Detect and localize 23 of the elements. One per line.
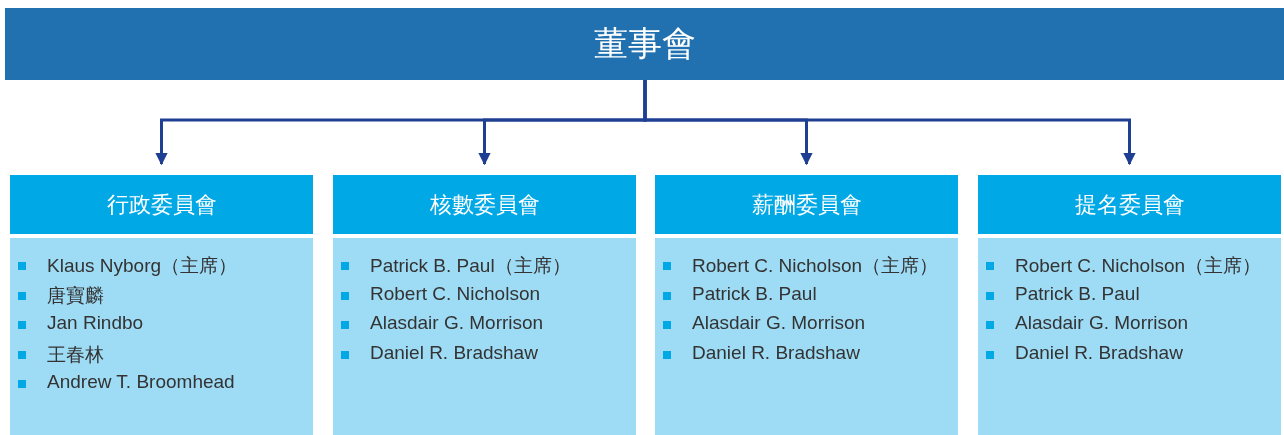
member-name: Alasdair G. Morrison [692, 312, 866, 334]
member-name: Alasdair G. Morrison [1015, 312, 1189, 334]
member-name: Daniel R. Bradshaw [1015, 341, 1183, 364]
member-name: Robert C. Nicholson（主席） [1015, 254, 1262, 278]
member-name: Patrick B. Paul [692, 282, 817, 305]
member-name: Klaus Nyborg（主席） [47, 254, 238, 278]
committee-header: 提名委員會 [978, 175, 1281, 234]
member-name: Patrick B. Paul [1015, 282, 1140, 305]
committee-header: 薪酬委員會 [655, 175, 958, 234]
member-name: Daniel R. Bradshaw [692, 341, 860, 364]
member-name: Jan Rindbo [47, 312, 144, 334]
member-name: Robert C. Nicholson（主席） [692, 254, 939, 278]
member-name: 王春林 [47, 342, 104, 367]
member-name: Andrew T. Broomhead [47, 371, 235, 393]
member-name: Robert C. Nicholson [370, 282, 541, 305]
committee-header: 行政委員會 [10, 175, 313, 234]
board-box: 董事會 [5, 8, 1284, 80]
member-name: Daniel R. Bradshaw [370, 341, 538, 364]
member-name: Patrick B. Paul（主席） [370, 254, 571, 278]
arrow [643, 80, 1136, 166]
member-name: Alasdair G. Morrison [370, 312, 544, 334]
member-name: 唐寶麟 [47, 283, 104, 308]
committee-header: 核數委員會 [333, 175, 636, 234]
